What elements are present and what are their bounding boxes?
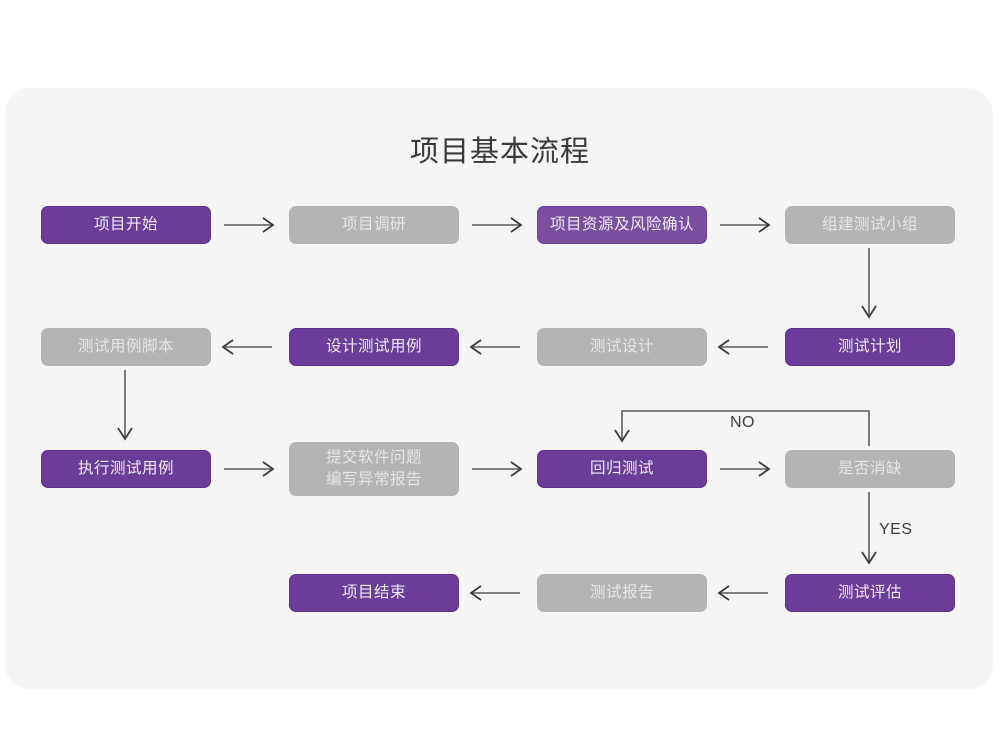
edge-label-yes: YES bbox=[879, 521, 913, 538]
node-execute-test-cases[interactable]: 执行测试用例 bbox=[41, 450, 211, 488]
arrow-n12-n11-no-loop bbox=[614, 410, 870, 446]
node-test-plan[interactable]: 测试计划 bbox=[785, 328, 955, 366]
node-test-case-script[interactable]: 测试用例脚本 bbox=[41, 328, 211, 366]
arrow-n4-n8 bbox=[861, 248, 877, 319]
arrow-n3-n4 bbox=[720, 217, 771, 233]
arrow-n14-n13 bbox=[469, 585, 520, 601]
arrow-n15-n14 bbox=[717, 585, 768, 601]
arrow-n9-n10 bbox=[224, 461, 275, 477]
node-design-test-cases[interactable]: 设计测试用例 bbox=[289, 328, 459, 366]
page-title: 项目基本流程 bbox=[409, 136, 590, 168]
arrow-n5-n9 bbox=[117, 370, 133, 441]
node-project-research[interactable]: 项目调研 bbox=[289, 206, 459, 244]
arrow-n1-n2 bbox=[224, 217, 275, 233]
arrow-n7-n6 bbox=[469, 339, 520, 355]
arrow-n2-n3 bbox=[472, 217, 523, 233]
node-form-test-team[interactable]: 组建测试小组 bbox=[785, 206, 955, 244]
arrow-n12-n15-yes bbox=[861, 492, 877, 565]
node-project-start[interactable]: 项目开始 bbox=[41, 206, 211, 244]
node-defects-cleared[interactable]: 是否消缺 bbox=[785, 450, 955, 488]
node-test-design[interactable]: 测试设计 bbox=[537, 328, 707, 366]
arrow-n11-n12 bbox=[720, 461, 771, 477]
node-resource-risk-confirm[interactable]: 项目资源及风险确认 bbox=[537, 206, 707, 244]
node-regression-test[interactable]: 回归测试 bbox=[537, 450, 707, 488]
node-test-evaluation[interactable]: 测试评估 bbox=[785, 574, 955, 612]
edge-label-no: NO bbox=[730, 414, 755, 431]
node-project-end[interactable]: 项目结束 bbox=[289, 574, 459, 612]
arrow-n10-n11 bbox=[472, 461, 523, 477]
node-submit-defects-report[interactable]: 提交软件问题 编写异常报告 bbox=[289, 442, 459, 496]
node-test-report[interactable]: 测试报告 bbox=[537, 574, 707, 612]
arrow-n6-n5 bbox=[221, 339, 272, 355]
arrow-n8-n7 bbox=[717, 339, 768, 355]
